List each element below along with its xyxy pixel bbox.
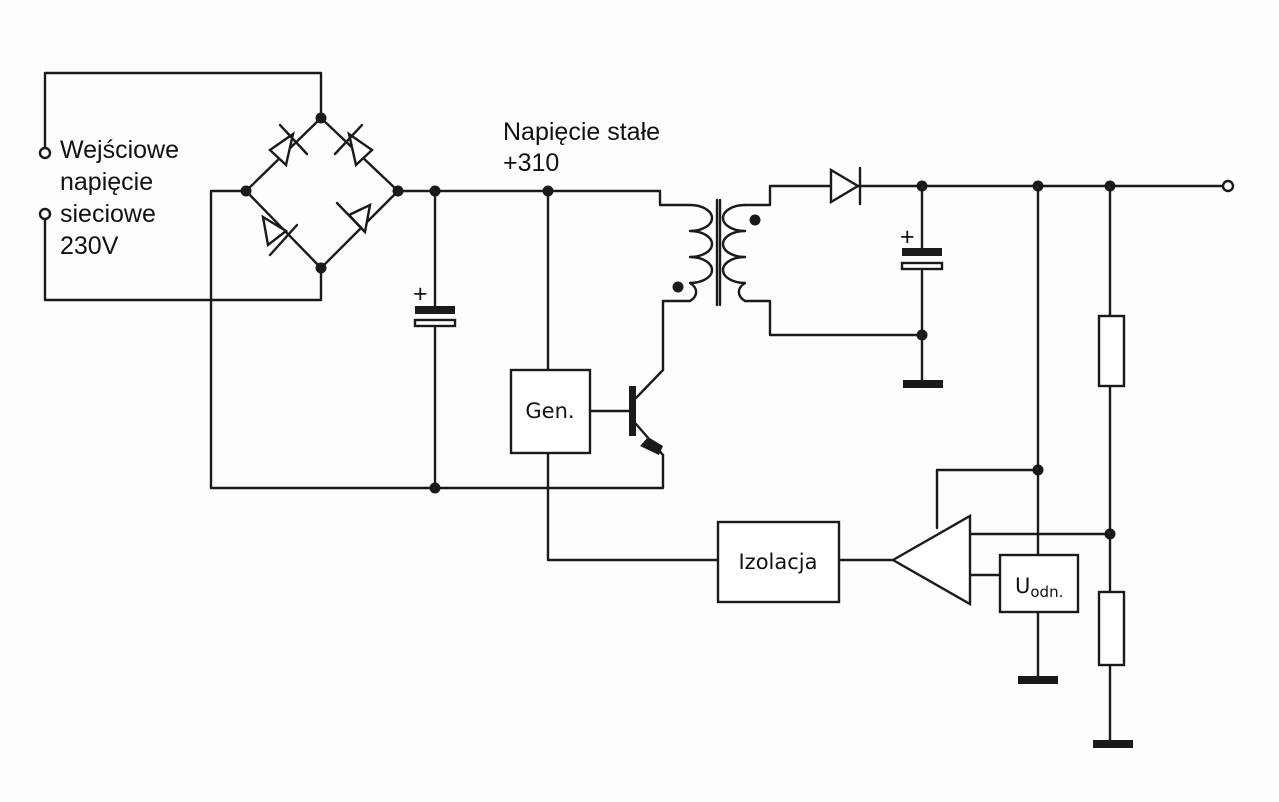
reference-voltage-label: Uodn.	[1015, 574, 1063, 601]
junction-dot-icon	[392, 185, 404, 197]
junction-dot-icon	[542, 185, 554, 197]
isolation-box	[716, 520, 841, 604]
bridge-rectifier	[244, 116, 400, 270]
transformer-icon	[661, 198, 761, 372]
junction-dot-icon	[916, 180, 928, 192]
generator-label: Gen.	[525, 399, 574, 423]
voltage-divider	[1093, 184, 1133, 748]
output-diode-icon	[829, 166, 862, 206]
capacitor-polarity-label: +	[900, 223, 915, 251]
reference-subscript: odn.	[1030, 583, 1063, 601]
diode-icon	[333, 123, 374, 168]
junction-dots	[240, 112, 1116, 540]
secondary-wiring	[743, 184, 1224, 382]
input-label-line-1: Wejściowe	[60, 136, 179, 164]
diode-icon	[268, 123, 309, 168]
junction-dot-icon	[429, 482, 441, 494]
resistor-icon	[1097, 314, 1126, 388]
junction-dot-icon	[315, 262, 327, 274]
output-capacitor-icon: +	[900, 223, 944, 271]
generator-box	[509, 368, 592, 455]
isolation-label: Izolacja	[738, 550, 817, 574]
dc-bus-label-line-1: Napięcie stałe	[503, 118, 660, 146]
junction-dot-icon	[1104, 528, 1116, 540]
reference-voltage-box	[998, 553, 1080, 614]
winding-dot-icon	[672, 281, 684, 293]
dc-bus-label-line-2: +310	[503, 149, 559, 177]
diode-icon	[335, 201, 372, 235]
junction-dot-icon	[1032, 180, 1044, 192]
junction-dot-icon	[1104, 180, 1116, 192]
resistor-icon	[1097, 590, 1126, 667]
junction-dot-icon	[240, 185, 252, 197]
ground-icon	[903, 380, 943, 388]
junction-dot-icon	[1032, 464, 1044, 476]
input-label-line-4: 230V	[60, 232, 119, 260]
mains-input-wiring	[43, 71, 323, 302]
input-terminal-bottom-icon	[38, 207, 52, 221]
input-label-line-2: napięcie	[60, 168, 153, 196]
reference-symbol: U	[1015, 574, 1030, 598]
winding-dot-icon	[749, 214, 761, 226]
capacitor-polarity-label: +	[413, 280, 428, 308]
transistor-icon	[588, 368, 665, 457]
ground-icon	[1018, 676, 1058, 684]
input-terminal-top-icon	[38, 146, 52, 160]
diode-icon	[261, 214, 299, 257]
amplifier-icon	[890, 513, 972, 607]
output-terminal-icon	[1221, 179, 1235, 193]
feedback-wiring	[837, 184, 1112, 678]
bulk-capacitor-icon: +	[413, 280, 457, 328]
input-label-line-3: sieciowe	[60, 200, 156, 228]
junction-dot-icon	[916, 329, 928, 341]
primary-dc-bus	[209, 189, 720, 562]
junction-dot-icon	[429, 185, 441, 197]
junction-dot-icon	[315, 112, 327, 124]
ground-icon	[1093, 740, 1133, 748]
